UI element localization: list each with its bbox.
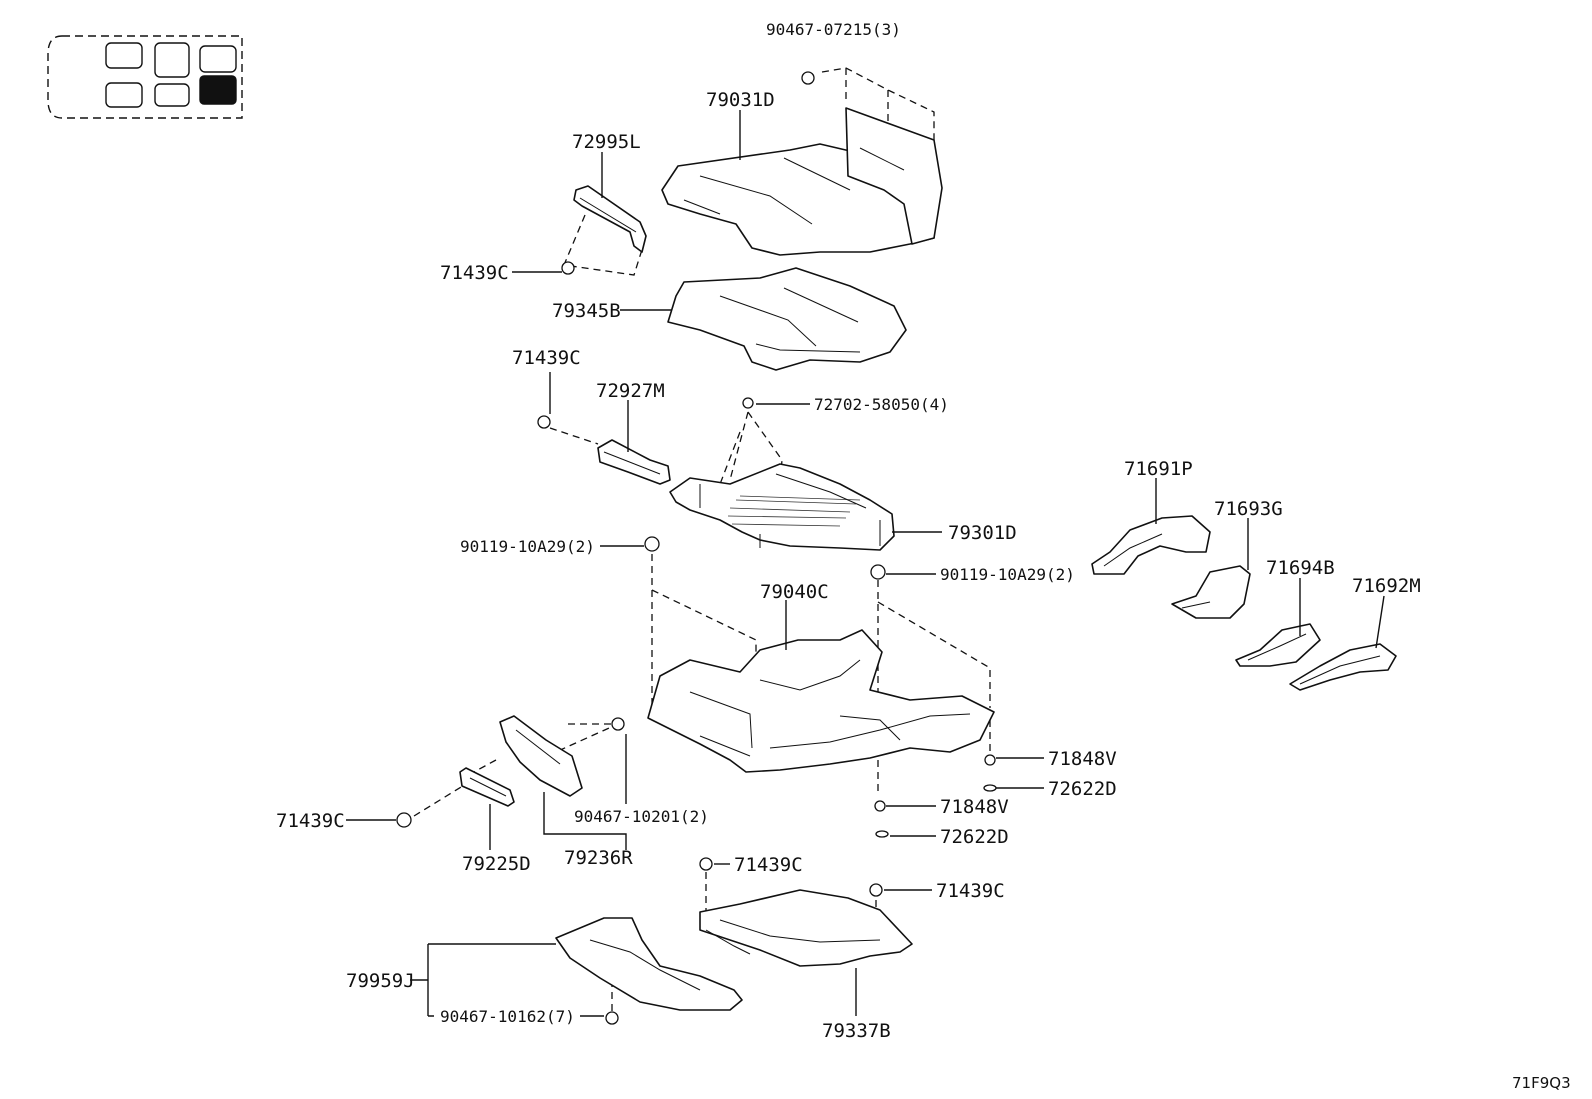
fastener-72702-58050 (742, 397, 754, 409)
part-seat-frame-79301D (669, 463, 895, 551)
callout-71848V-a[interactable]: 71848V (1048, 748, 1117, 770)
fastener-71439C-a (561, 261, 575, 275)
locator-seat-middle-upper (154, 42, 190, 78)
callout-72995L[interactable]: 72995L (572, 131, 641, 153)
callout-72702-58050[interactable]: 72702-58050(4) (814, 395, 949, 414)
fastener-90467-07215 (801, 71, 815, 85)
callout-72622D-b[interactable]: 72622D (940, 826, 1009, 848)
callout-71691P[interactable]: 71691P (1124, 458, 1193, 480)
fastener-71848V-a (984, 754, 996, 766)
seat-position-locator (47, 35, 243, 119)
callout-90467-07215[interactable]: 90467-07215(3) (766, 20, 901, 39)
callout-90119-10A29-a[interactable]: 90119-10A29(2) (460, 537, 595, 556)
part-seat-cushion-cover-79031D (661, 107, 943, 256)
callout-79225D[interactable]: 79225D (462, 853, 531, 875)
callout-72622D-a[interactable]: 72622D (1048, 778, 1117, 800)
callout-71439C-a[interactable]: 71439C (440, 262, 509, 284)
part-seat-cushion-pad-79345B (667, 267, 907, 371)
part-seat-adjuster-79040C (647, 629, 995, 773)
callout-71439C-b[interactable]: 71439C (512, 347, 581, 369)
fastener-71439C-e (869, 883, 883, 897)
fastener-71439C-b (537, 415, 551, 429)
part-cushion-trim-panel-72995L (573, 185, 647, 253)
fastener-90119-10A29-a (644, 536, 660, 552)
callout-79040C[interactable]: 79040C (760, 581, 829, 603)
callout-71694B[interactable]: 71694B (1266, 557, 1335, 579)
callout-90119-10A29-b[interactable]: 90119-10A29(2) (940, 565, 1075, 584)
washer-72622D-b (875, 830, 889, 838)
callout-71693G[interactable]: 71693G (1214, 498, 1283, 520)
fastener-71439C-c (396, 812, 412, 828)
part-bracket-79236R (499, 715, 583, 797)
callout-72927M[interactable]: 72927M (596, 380, 665, 402)
fasteners (396, 71, 997, 1025)
locator-seat-middle-lower (154, 83, 190, 107)
figure-code: 71F9Q3 (1512, 1074, 1571, 1092)
locator-seat-front-left (105, 42, 143, 69)
part-lower-cover-79959J (555, 917, 743, 1011)
callout-79345B[interactable]: 79345B (552, 300, 621, 322)
callout-79236R[interactable]: 79236R (564, 847, 633, 869)
part-side-shield-71694B (1235, 623, 1321, 667)
washer-72622D-a (983, 784, 997, 792)
fastener-71439C-d (699, 857, 713, 871)
locator-seat-rear-left (105, 82, 143, 108)
callout-71439C-d[interactable]: 71439C (734, 854, 803, 876)
callout-90467-10162[interactable]: 90467-10162(7) (440, 1007, 575, 1026)
callout-71692M[interactable]: 71692M (1352, 575, 1421, 597)
part-side-shield-71693G (1171, 565, 1251, 619)
callout-71848V-b[interactable]: 71848V (940, 796, 1009, 818)
callout-79337B[interactable]: 79337B (822, 1020, 891, 1042)
part-lower-cover-79337B (699, 889, 913, 967)
fastener-90467-10162 (605, 1011, 619, 1025)
part-side-shield-71692M (1289, 643, 1397, 691)
part-bracket-79225D (459, 767, 515, 807)
callout-79301D[interactable]: 79301D (948, 522, 1017, 544)
callout-79031D[interactable]: 79031D (706, 89, 775, 111)
callout-labels: 90467-07215(3) 79031D 72995L 71439C 7934… (276, 20, 1421, 1042)
fastener-90119-10A29-b (870, 564, 886, 580)
callout-79959J[interactable]: 79959J (346, 970, 415, 992)
locator-seat-selected (199, 75, 237, 105)
callout-90467-10201[interactable]: 90467-10201(2) (574, 807, 709, 826)
callout-71439C-e[interactable]: 71439C (936, 880, 1005, 902)
part-side-cover-72927M (597, 439, 671, 485)
locator-seat-right-upper (199, 45, 237, 73)
callout-71439C-c[interactable]: 71439C (276, 810, 345, 832)
leader-lines (346, 110, 1385, 1017)
fastener-71848V-b (874, 800, 886, 812)
part-side-shield-71691P (1091, 515, 1211, 575)
fastener-90467-10201 (611, 717, 625, 731)
